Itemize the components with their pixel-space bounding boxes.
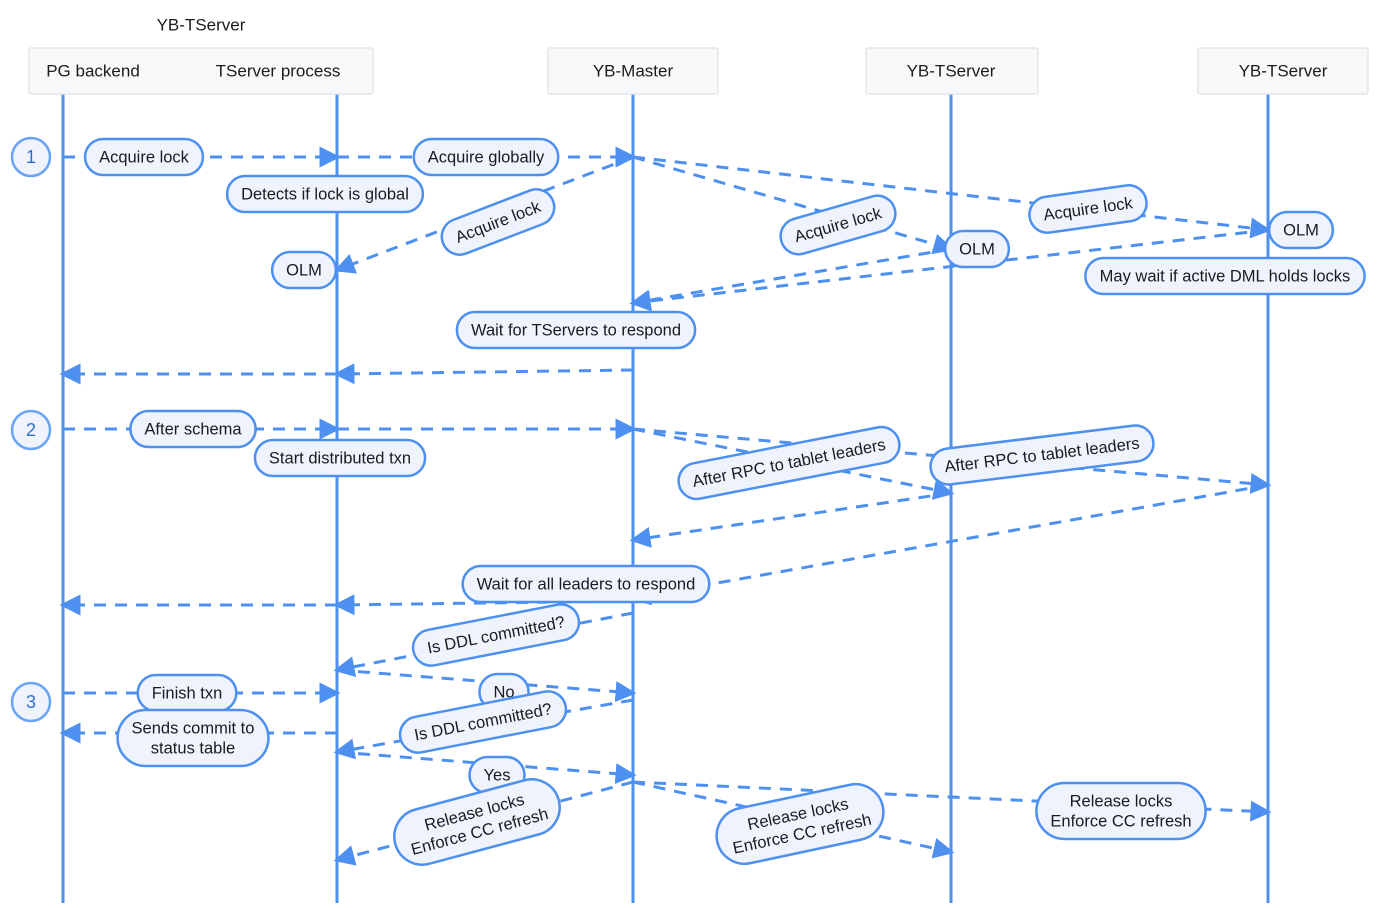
message-label-bubble-m13 bbox=[929, 424, 1155, 486]
message-label-text-m10-0: After schema bbox=[144, 420, 242, 438]
message-label-text-o1-0: OLM bbox=[286, 261, 322, 279]
message-label-bubble-n4 bbox=[461, 564, 711, 604]
actor-label-yb-master: YB-Master bbox=[593, 61, 674, 80]
message-label-text-m2-0: Acquire globally bbox=[428, 148, 545, 166]
message-label-o2: OLM bbox=[943, 229, 1011, 269]
message-label-bubble-m3 bbox=[440, 188, 556, 256]
message-label-bubble-m25 bbox=[715, 782, 885, 866]
actor-label-yb-tserver-2: YB-TServer bbox=[907, 61, 996, 80]
message-label-o1: OLM bbox=[270, 250, 338, 290]
message-label-text-n1-0: Detects if lock is global bbox=[241, 185, 409, 203]
message-label-bubble-n2 bbox=[455, 310, 697, 350]
message-line-m8 bbox=[333, 363, 634, 385]
message-label-bubble-m5 bbox=[1028, 184, 1148, 234]
message-label-text-n3-0: Start distributed txn bbox=[269, 449, 411, 467]
message-label-text-m20-0: No bbox=[493, 683, 514, 701]
actor-label-yb-tserver-3: YB-TServer bbox=[1239, 61, 1328, 80]
message-line-m5 bbox=[632, 155, 1272, 239]
message-label-text-n4-0: Wait for all leaders to respond bbox=[477, 575, 696, 593]
message-label-bubble-n1 bbox=[225, 174, 425, 214]
message-m14 bbox=[629, 491, 952, 548]
message-line-m14 bbox=[629, 491, 952, 548]
message-label-bubble-m26 bbox=[1035, 781, 1207, 841]
message-label-m18: Is DDL committed? bbox=[411, 603, 581, 667]
message-m15 bbox=[629, 483, 1269, 606]
message-label-m5: Acquire lock bbox=[1028, 184, 1148, 234]
message-label-n2: Wait for TServers to respond bbox=[455, 310, 697, 350]
message-m7 bbox=[629, 247, 952, 311]
message-label-m3: Acquire lock bbox=[440, 188, 556, 256]
message-label-m6: May wait if active DML holds locks bbox=[1084, 256, 1366, 296]
message-label-bubble-m24 bbox=[393, 778, 561, 866]
message-label-bubble-o1 bbox=[270, 250, 338, 290]
step-badge-3: 3 bbox=[10, 681, 52, 723]
message-label-n3: Start distributed txn bbox=[253, 438, 427, 478]
message-label-bubble-m12 bbox=[677, 425, 901, 501]
message-label-m13: After RPC to tablet leaders bbox=[929, 424, 1155, 486]
message-label-m19: Finish txn bbox=[136, 673, 238, 713]
message-label-bubble-m6 bbox=[1084, 256, 1366, 296]
step-badge-label-3: 3 bbox=[26, 692, 36, 712]
message-label-bubble-m1 bbox=[83, 137, 205, 177]
step-badge-label-1: 1 bbox=[26, 147, 36, 167]
message-label-text-n2-0: Wait for TServers to respond bbox=[471, 321, 681, 339]
message-label-m12: After RPC to tablet leaders bbox=[677, 425, 901, 501]
message-label-m22: Sends commit to status table bbox=[116, 708, 270, 768]
message-label-bubble-m4 bbox=[779, 194, 897, 256]
message-label-bubble-m22 bbox=[116, 708, 270, 768]
step-badge-1: 1 bbox=[10, 136, 52, 178]
message-label-m4: Acquire lock bbox=[779, 194, 897, 256]
message-label-bubble-o2 bbox=[943, 229, 1011, 269]
message-label-text-m26-0: Release locks bbox=[1070, 792, 1173, 810]
message-label-bubble-n3 bbox=[253, 438, 427, 478]
message-label-bubble-m2 bbox=[412, 137, 560, 177]
message-label-text-m6-0: May wait if active DML holds locks bbox=[1100, 267, 1351, 285]
actor-box-pg-backend bbox=[28, 47, 374, 95]
actor-box-yb-master bbox=[547, 47, 719, 95]
actor-label-pg-backend: PG backend bbox=[46, 61, 140, 80]
step-badge-label-2: 2 bbox=[26, 420, 36, 440]
step-badge-2: 2 bbox=[10, 409, 52, 451]
message-label-text-m19-0: Finish txn bbox=[152, 684, 223, 702]
message-label-text-m22-1: status table bbox=[151, 739, 235, 757]
message-m5 bbox=[632, 155, 1272, 239]
message-label-text-m22-0: Sends commit to bbox=[132, 719, 255, 737]
message-label-m1: Acquire lock bbox=[83, 137, 205, 177]
message-label-bubble-o3 bbox=[1267, 210, 1335, 250]
steps-layer: 1 2 3 bbox=[10, 136, 52, 723]
step-badge-circle-1 bbox=[10, 136, 52, 178]
message-line-m4 bbox=[632, 155, 955, 255]
message-line-m6 bbox=[629, 228, 1269, 312]
message-label-text-m26-1: Enforce CC refresh bbox=[1050, 812, 1191, 830]
step-badge-circle-3 bbox=[10, 681, 52, 723]
message-label-bubble-m18 bbox=[411, 603, 581, 667]
message-m4 bbox=[632, 155, 955, 255]
message-line-m7 bbox=[629, 247, 952, 311]
message-label-m10: After schema bbox=[129, 409, 257, 449]
message-label-o3: OLM bbox=[1267, 210, 1335, 250]
message-m8 bbox=[333, 363, 634, 385]
message-label-n4: Wait for all leaders to respond bbox=[461, 564, 711, 604]
actor-box-yb-tserver-3 bbox=[1197, 47, 1369, 95]
group-label-g-tserver: YB-TServer bbox=[157, 15, 246, 34]
message-label-text-m1-0: Acquire lock bbox=[99, 148, 190, 166]
message-label-text-m23-0: Yes bbox=[484, 766, 511, 784]
actor-box-yb-tserver-2 bbox=[865, 47, 1039, 95]
message-label-bubble-m10 bbox=[129, 409, 257, 449]
actor-label-tserver-process: TServer process bbox=[216, 61, 341, 80]
message-line-m15 bbox=[629, 483, 1269, 606]
message-label-m2: Acquire globally bbox=[412, 137, 560, 177]
message-label-n1: Detects if lock is global bbox=[225, 174, 425, 214]
message-m6 bbox=[629, 228, 1269, 312]
message-label-bubble-m21 bbox=[398, 690, 568, 754]
message-label-text-o3-0: OLM bbox=[1283, 221, 1319, 239]
message-label-text-o2-0: OLM bbox=[959, 240, 995, 258]
actors-layer: PG backend TServer process YB-Master YB-TSe… bbox=[28, 15, 1369, 95]
step-badge-circle-2 bbox=[10, 409, 52, 451]
